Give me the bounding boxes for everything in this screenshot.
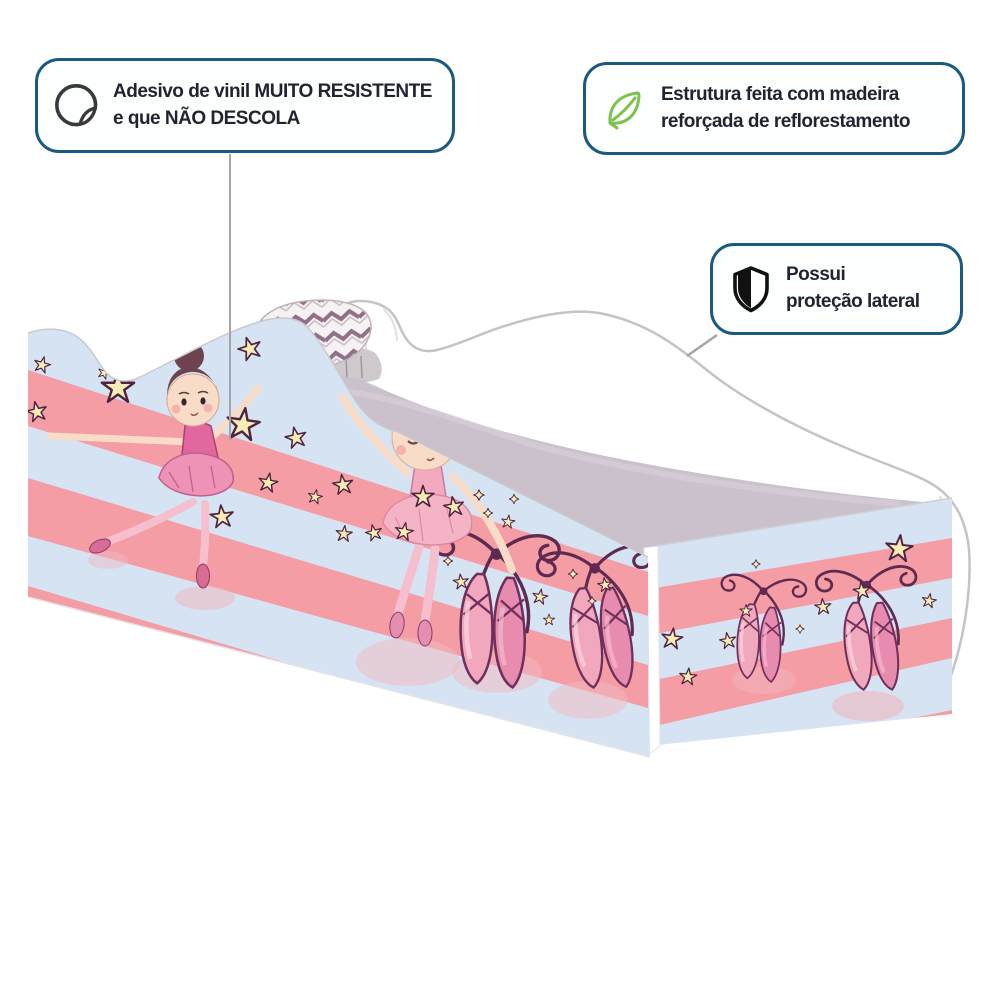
- foot-shadow: [356, 638, 460, 686]
- foot-shadow: [175, 586, 235, 610]
- face: [166, 373, 220, 427]
- callout-guard-line2: proteção lateral: [786, 291, 920, 312]
- callout-guard-line1: Possui: [786, 264, 846, 286]
- front-panel-top-edge: [27, 317, 649, 558]
- callout-vinyl-line1: Adesivo de vinil MUITO RESISTENTE: [113, 80, 432, 102]
- foot-panel-top-edge: [654, 497, 953, 547]
- callout-vinyl-line2: e que NÃO DESCOLA: [113, 107, 300, 129]
- callout-wood-line2: reforçada de reflorestamento: [661, 110, 910, 132]
- front-panel: [28, 317, 650, 757]
- mattress-highlight: [289, 385, 901, 507]
- shield-icon: [729, 265, 773, 313]
- front-panel-bottom-edge: [27, 596, 651, 758]
- callout-wood-structure: Estrutura feita com madeira reforçada de…: [583, 62, 965, 155]
- callout-vinyl-sticker: Adesivo de vinil MUITO RESISTENTE e que …: [35, 58, 455, 153]
- callout-wood-line1: Estrutura feita com madeira: [661, 83, 899, 105]
- callout-side-guard: Possui proteção lateral: [710, 243, 963, 335]
- hair-bun: [174, 341, 204, 371]
- hair-bun: [398, 368, 432, 402]
- sticker-icon: [54, 83, 100, 129]
- leader-line-guard: [686, 333, 718, 358]
- headboard-curve: [383, 309, 398, 341]
- slipper-shadow: [548, 681, 628, 719]
- foot-shadow: [88, 551, 128, 569]
- mattress: [266, 373, 938, 560]
- leaf-icon: [602, 86, 648, 132]
- slipper-shadow: [832, 691, 904, 721]
- hair: [167, 366, 218, 396]
